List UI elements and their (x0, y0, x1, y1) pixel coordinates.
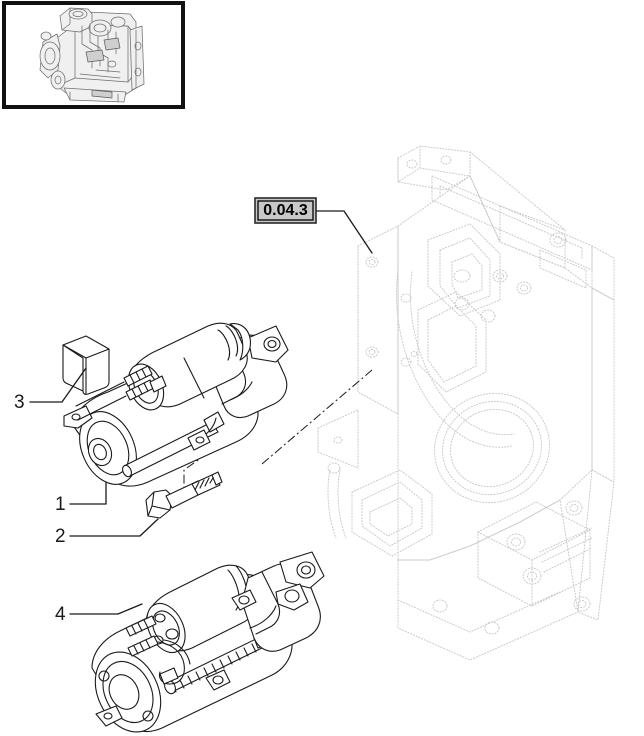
engine-thumbnail-drawing (39, 7, 145, 103)
callout-2[interactable]: 2 (55, 518, 159, 547)
callout-2-leader (69, 518, 159, 537)
reference-label-0043[interactable]: 0.04.3 (254, 197, 373, 254)
callout-4-leader (69, 603, 143, 615)
callout-4[interactable]: 4 (55, 603, 143, 625)
part-terminal-cap (62, 335, 110, 395)
reference-label-text: 0.04.3 (263, 202, 308, 219)
callout-3-leader (29, 367, 87, 403)
engine-assembly-thumbnail (2, 1, 185, 109)
callout-3[interactable]: 3 (14, 367, 87, 413)
callout-1[interactable]: 1 (55, 482, 107, 515)
callout-1-leader (69, 482, 107, 505)
engine-housing-ghost (317, 145, 615, 661)
part-starter-motor-upper (63, 322, 289, 487)
callout-2-number: 2 (55, 526, 66, 547)
callout-1-number: 1 (55, 494, 66, 515)
callout-4-number: 4 (55, 604, 66, 625)
part-mounting-bolt (145, 471, 223, 519)
part-starter-motor-lower (91, 551, 325, 733)
callout-3-number: 3 (14, 392, 25, 413)
